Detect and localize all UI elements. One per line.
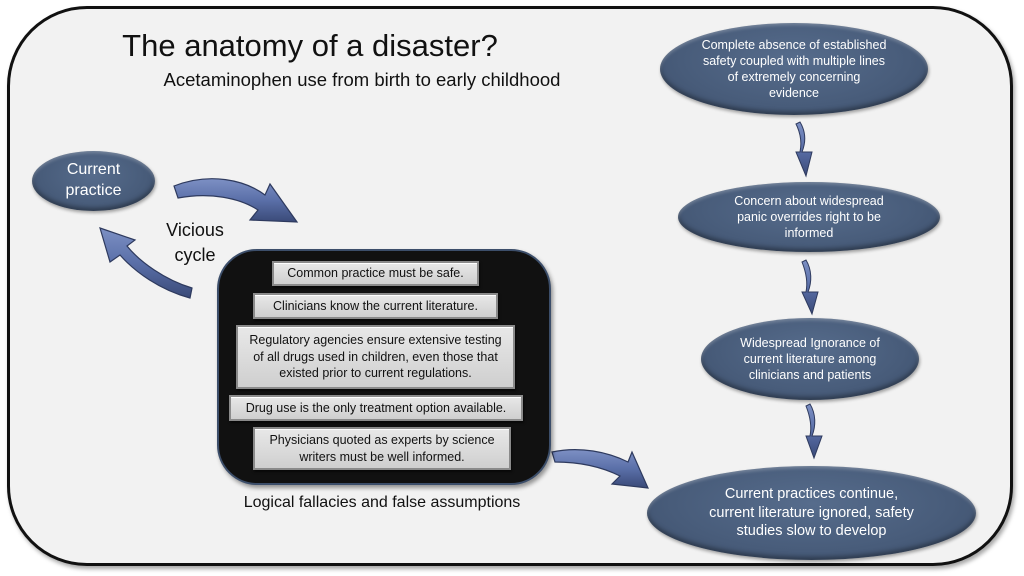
curved-arrow-icon (173, 178, 299, 223)
curved-arrow-icon (551, 449, 649, 489)
flow-step-2: Concern about widespread panic overrides… (678, 182, 940, 252)
flow-step-1: Complete absence of established safety c… (660, 23, 928, 115)
fallacy-item: Clinicians know the current literature. (253, 293, 498, 319)
flow-step-label: Concern about widespread panic overrides… (734, 193, 884, 241)
flow-step-label: Current practices continue, current lite… (709, 485, 914, 540)
down-arrow-icon (795, 121, 813, 178)
current-practice-label: Current practice (65, 161, 122, 199)
vicious-cycle-label: Vicious cycle (166, 220, 224, 266)
flow-step-label: Complete absence of established safety c… (701, 37, 887, 101)
flow-step-label: Widespread Ignorance of current literatu… (740, 335, 880, 383)
curved-arrow-icon (99, 227, 193, 299)
fallacy-item: Drug use is the only treatment option av… (229, 395, 523, 421)
page-subtitle: Acetaminophen use from birth to early ch… (163, 69, 561, 90)
fallacy-item: Physicians quoted as experts by science … (253, 427, 511, 470)
fallacies-caption: Logical fallacies and false assumptions (243, 494, 521, 511)
current-practice-node: Current practice (32, 151, 155, 211)
down-arrow-icon (801, 259, 819, 316)
fallacy-item: Regulatory agencies ensure extensive tes… (236, 325, 515, 389)
fallacy-item: Common practice must be safe. (272, 261, 479, 286)
down-arrow-icon (805, 403, 823, 460)
flow-step-3: Widespread Ignorance of current literatu… (701, 318, 919, 400)
page-title: The anatomy of a disaster? (122, 28, 498, 63)
flow-step-4: Current practices continue, current lite… (647, 466, 976, 560)
